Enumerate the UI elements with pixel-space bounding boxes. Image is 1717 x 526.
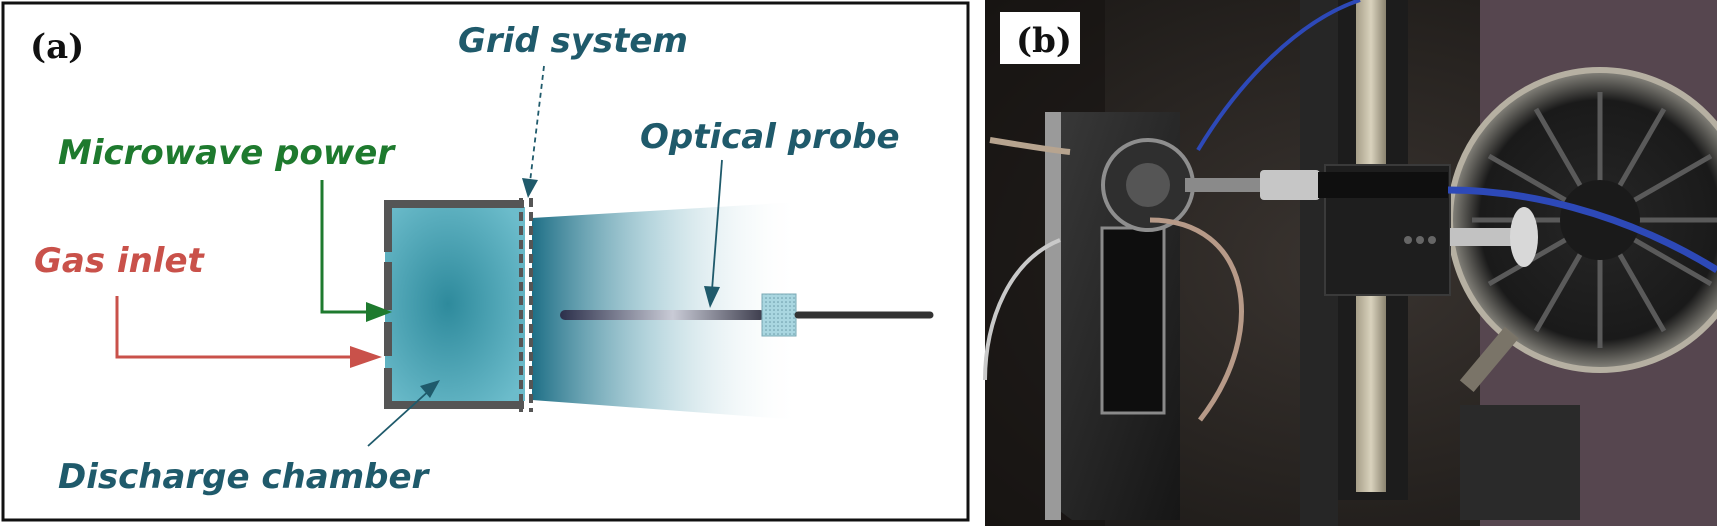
base-block [1460, 405, 1580, 520]
grid-plates [519, 198, 533, 412]
panel-a-tag: (a) [30, 27, 84, 67]
discharge-chamber [383, 200, 527, 409]
label-grid-system: Grid system [458, 21, 688, 61]
thruster-wheel [1447, 67, 1717, 373]
panel-b-tag: (b) [1016, 21, 1072, 61]
optical-fiber [1447, 186, 1717, 273]
grid-pointer [522, 65, 545, 198]
label-optical-probe: Optical probe [640, 117, 900, 157]
probe-pointer [704, 159, 723, 308]
panel-a: (a) [1, 1, 970, 522]
label-gas-inlet: Gas inlet [34, 241, 205, 281]
label-discharge-chamber: Discharge chamber [58, 457, 431, 497]
optical-probe [560, 293, 934, 337]
gas-inlet-arrow [115, 296, 382, 368]
chamber-pointer [367, 380, 440, 447]
microwave-arrow [320, 180, 392, 322]
panel-b-tag-box [1000, 12, 1080, 64]
panel-b: (b) [983, 0, 1717, 526]
label-microwave-power: Microwave power [58, 133, 396, 173]
